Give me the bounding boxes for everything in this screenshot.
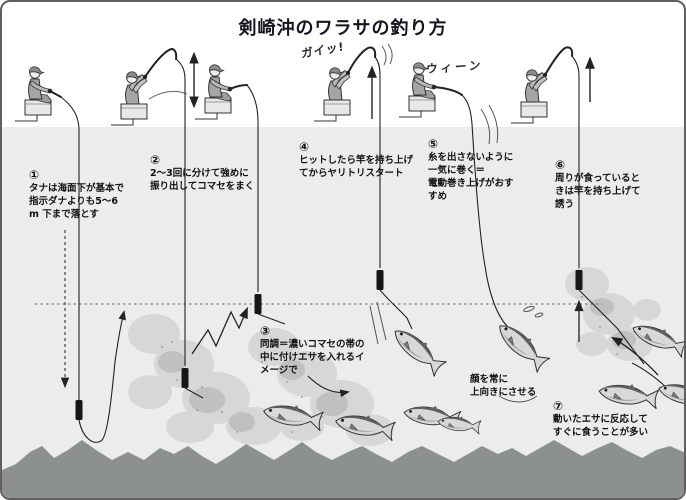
fisherman-4 bbox=[314, 68, 350, 121]
school-fish-5 bbox=[597, 379, 660, 410]
rod-swing-ghost bbox=[148, 91, 188, 100]
fishing-lines bbox=[60, 55, 580, 400]
hooked-fish-2 bbox=[492, 316, 552, 374]
fisherman-6 bbox=[511, 70, 547, 123]
hook-lines bbox=[184, 289, 645, 399]
rod-stroke-double-arrow bbox=[189, 51, 199, 109]
fisherman-3 bbox=[195, 65, 232, 119]
fisherman-5 bbox=[399, 63, 436, 117]
chum-zigzag-arrow bbox=[191, 306, 248, 355]
chum-cloud-left bbox=[128, 314, 282, 445]
fish-rush-trail bbox=[631, 362, 668, 389]
motion-marks bbox=[369, 43, 544, 403]
fisherman-2 bbox=[111, 72, 147, 125]
fishing-rods bbox=[49, 46, 574, 98]
fisherman-1 bbox=[15, 67, 52, 121]
step3-pointer-arrow bbox=[307, 375, 350, 398]
seafloor bbox=[2, 440, 684, 498]
water-area bbox=[2, 127, 684, 498]
sinker-weights bbox=[75, 270, 583, 420]
fish-rush-arrow bbox=[611, 336, 659, 376]
hooked-fish-1 bbox=[388, 321, 449, 377]
bait-rise-arrow bbox=[78, 310, 126, 443]
